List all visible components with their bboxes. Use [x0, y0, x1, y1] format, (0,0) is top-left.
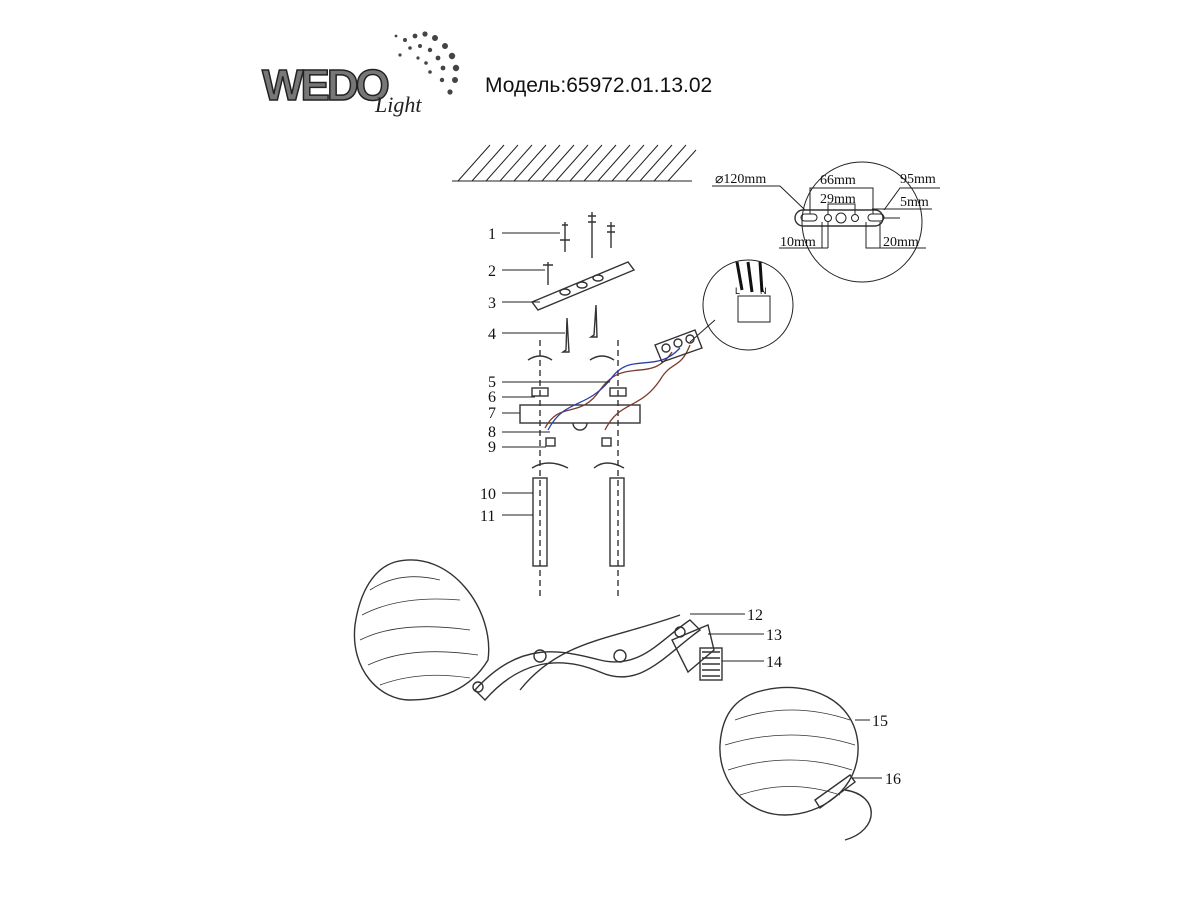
- glass-shade-left: [353, 559, 490, 701]
- dim-10: 10mm: [780, 235, 816, 250]
- mounting-hardware: [519, 212, 641, 600]
- terminal-n: N: [760, 286, 767, 296]
- part-label-7: 7: [488, 405, 496, 422]
- mounting-plate-detail: ⌀120mm 66mm 29mm 95mm 5mm 10mm 20mm: [712, 161, 940, 283]
- terminal-block: [654, 329, 703, 363]
- dim-20: 20mm: [883, 235, 919, 250]
- dim-66: 66mm: [820, 173, 856, 188]
- terminal-block-detail: L N: [689, 259, 794, 351]
- part-label-15: 15: [872, 713, 888, 730]
- dim-5: 5mm: [900, 195, 929, 210]
- dim-diameter: ⌀120mm: [715, 172, 766, 187]
- svg-text:Light: Light: [374, 92, 422, 117]
- part-label-6: 6: [488, 389, 496, 406]
- wires: [544, 344, 691, 431]
- glass-shade-right: [719, 686, 872, 841]
- svg-text:WEDO: WEDO: [262, 61, 389, 110]
- part-label-5: 5: [488, 374, 496, 391]
- part-label-11: 11: [480, 508, 495, 525]
- part-label-14: 14: [766, 654, 782, 671]
- dim-95: 95mm: [900, 172, 936, 187]
- part-label-2: 2: [488, 263, 496, 280]
- dim-29: 29mm: [820, 192, 856, 207]
- part-label-1: 1: [488, 226, 496, 243]
- part-label-3: 3: [488, 295, 496, 312]
- part-label-10: 10: [480, 486, 496, 503]
- part-label-4: 4: [488, 326, 496, 343]
- part-label-13: 13: [766, 627, 782, 644]
- lamp-arm: [472, 614, 723, 702]
- part-label-16: 16: [885, 771, 901, 788]
- ceiling-hatch: [452, 144, 697, 182]
- part-label-8: 8: [488, 424, 496, 441]
- terminal-l: L: [735, 286, 740, 296]
- model-number: Модель:65972.01.13.02: [485, 74, 712, 97]
- part-label-9: 9: [488, 439, 496, 456]
- part-label-12: 12: [747, 607, 763, 624]
- part-callouts: 1 2 3 4 5 6 7 8 9 10 11 12 13 14 15 16: [480, 226, 901, 788]
- wedo-light-logo: WEDO Light: [261, 31, 460, 117]
